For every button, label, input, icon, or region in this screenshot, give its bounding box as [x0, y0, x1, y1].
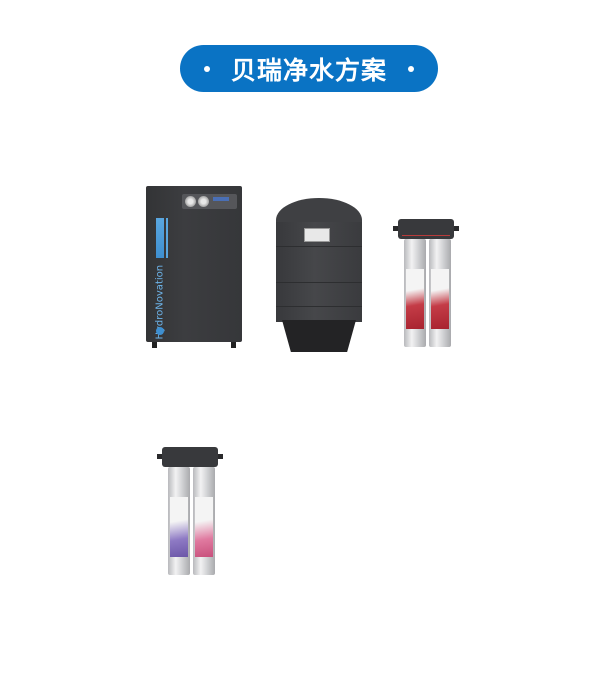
- brand-logo-icon: [156, 327, 164, 335]
- cartridge-label: [406, 269, 424, 329]
- cabinet-foot: [152, 342, 157, 348]
- filter-head-stripe: [402, 235, 450, 236]
- decor-stripe: [166, 218, 168, 258]
- tank-ring: [276, 282, 362, 283]
- display-screen: [213, 197, 229, 201]
- filter-port: [393, 226, 398, 231]
- control-panel: [182, 194, 237, 209]
- bullet-dot-icon: [204, 65, 210, 72]
- filter-cartridge: [168, 467, 190, 575]
- cabinet-foot: [231, 342, 236, 348]
- tank-base: [282, 320, 356, 352]
- twin-filter-image: [157, 447, 223, 467]
- section-title-banner: 贝瑞净水方案: [180, 45, 438, 92]
- product-pressure-tank: [276, 198, 362, 354]
- pressure-tank-image: [276, 198, 362, 224]
- decor-stripe: [156, 218, 164, 258]
- cartridge-label: [431, 269, 449, 329]
- twin-filter-image: [393, 219, 459, 239]
- filter-cartridge: [404, 239, 426, 347]
- pressure-gauge-icon: [198, 196, 209, 207]
- product-twin-filter-red: [393, 219, 460, 349]
- ro-cabinet-image: HydroNovation: [146, 186, 242, 342]
- pressure-gauge-icon: [185, 196, 196, 207]
- cartridge-label: [195, 497, 213, 557]
- filter-port: [157, 454, 162, 459]
- tank-ring: [276, 306, 362, 307]
- section-title: 贝瑞净水方案: [230, 55, 387, 85]
- product-twin-filter-purple: [157, 447, 224, 577]
- filter-port: [218, 454, 223, 459]
- tank-ring: [276, 246, 362, 247]
- tank-label: [304, 228, 330, 242]
- filter-port: [454, 226, 459, 231]
- filter-cartridge: [429, 239, 451, 347]
- product-ro-cabinet: HydroNovation: [146, 186, 242, 348]
- cartridge-label: [170, 497, 188, 557]
- filter-cartridge: [193, 467, 215, 575]
- bullet-dot-icon: [408, 65, 414, 72]
